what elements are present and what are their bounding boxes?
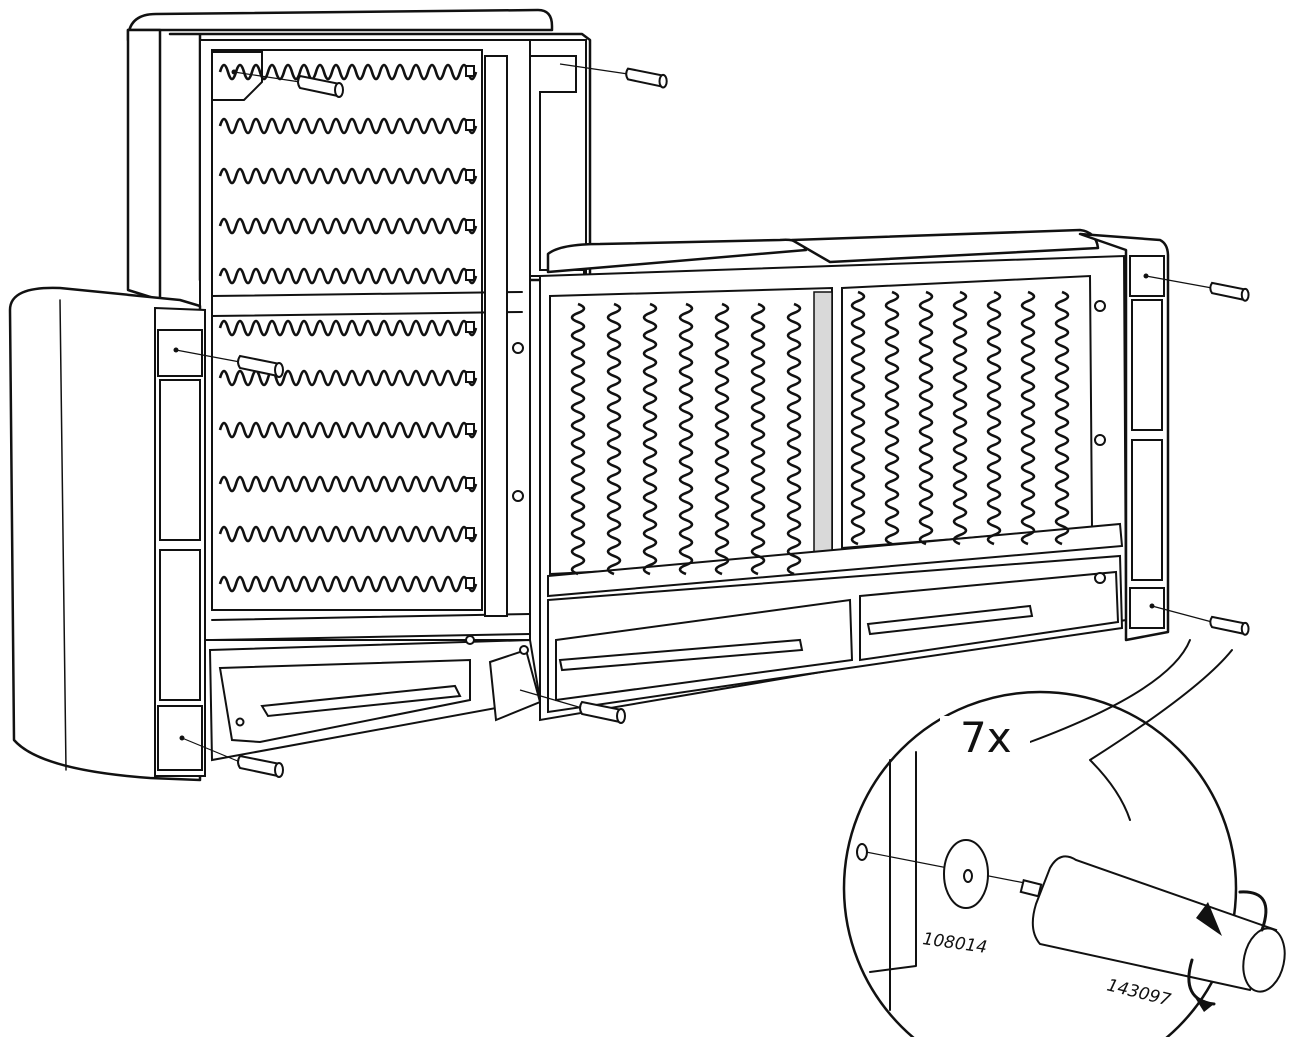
washer-icon	[943, 839, 989, 909]
quantity-label: 7x	[960, 713, 1012, 762]
leg-icon	[1145, 275, 1250, 302]
spring-row	[218, 319, 478, 337]
spring-row	[218, 421, 478, 439]
leg-icon	[181, 737, 284, 778]
spring-clip	[465, 423, 475, 435]
spring-clip	[465, 371, 475, 383]
spring-column	[570, 302, 586, 576]
washer-part-number: 108014	[921, 929, 988, 958]
leg-icon	[1151, 605, 1250, 636]
spring-column	[1054, 290, 1070, 546]
spring-clip	[465, 577, 475, 589]
leg-part-number: 143097	[1105, 975, 1173, 1010]
left-lower-frame	[208, 635, 542, 762]
spring-clip	[465, 321, 475, 333]
legs	[175, 63, 1250, 778]
leg-icon	[519, 689, 626, 724]
detail-callout: 7x 108014 143097	[842, 639, 1286, 1037]
seat-springs	[570, 290, 1070, 576]
leg-icon	[1019, 855, 1286, 993]
leg-icon	[233, 71, 344, 98]
spring-column	[986, 290, 1002, 546]
spring-column	[714, 302, 730, 576]
spring-column	[786, 302, 802, 576]
leg-icon	[175, 349, 284, 378]
spring-column	[850, 290, 866, 546]
spring-row	[218, 369, 478, 387]
spring-column	[750, 302, 766, 576]
spring-row	[218, 475, 478, 493]
spring-column	[952, 290, 968, 546]
spring-column	[1020, 290, 1036, 546]
spring-clip	[465, 527, 475, 539]
spring-column	[918, 290, 934, 546]
spring-row	[218, 575, 478, 593]
back-springs	[218, 63, 478, 593]
left-armrest	[8, 286, 206, 782]
spring-clip	[465, 119, 475, 131]
rotate-arrow-icon	[1187, 890, 1268, 1012]
spring-column	[606, 302, 622, 576]
spring-row	[218, 167, 478, 185]
spring-clip	[465, 477, 475, 489]
spring-row	[218, 217, 478, 235]
spring-row	[218, 525, 478, 543]
spring-row	[218, 63, 478, 81]
spring-column	[642, 302, 658, 576]
leg-icon	[559, 63, 668, 89]
spring-clip	[465, 269, 475, 281]
right-end-section	[1078, 232, 1170, 642]
spring-clip	[465, 65, 475, 77]
spring-column	[678, 302, 694, 576]
middle-seat-section	[539, 228, 1128, 722]
spring-row	[218, 267, 478, 285]
spring-clip	[465, 169, 475, 181]
spring-column	[884, 290, 900, 546]
spring-row	[218, 117, 478, 135]
spring-clip	[465, 219, 475, 231]
